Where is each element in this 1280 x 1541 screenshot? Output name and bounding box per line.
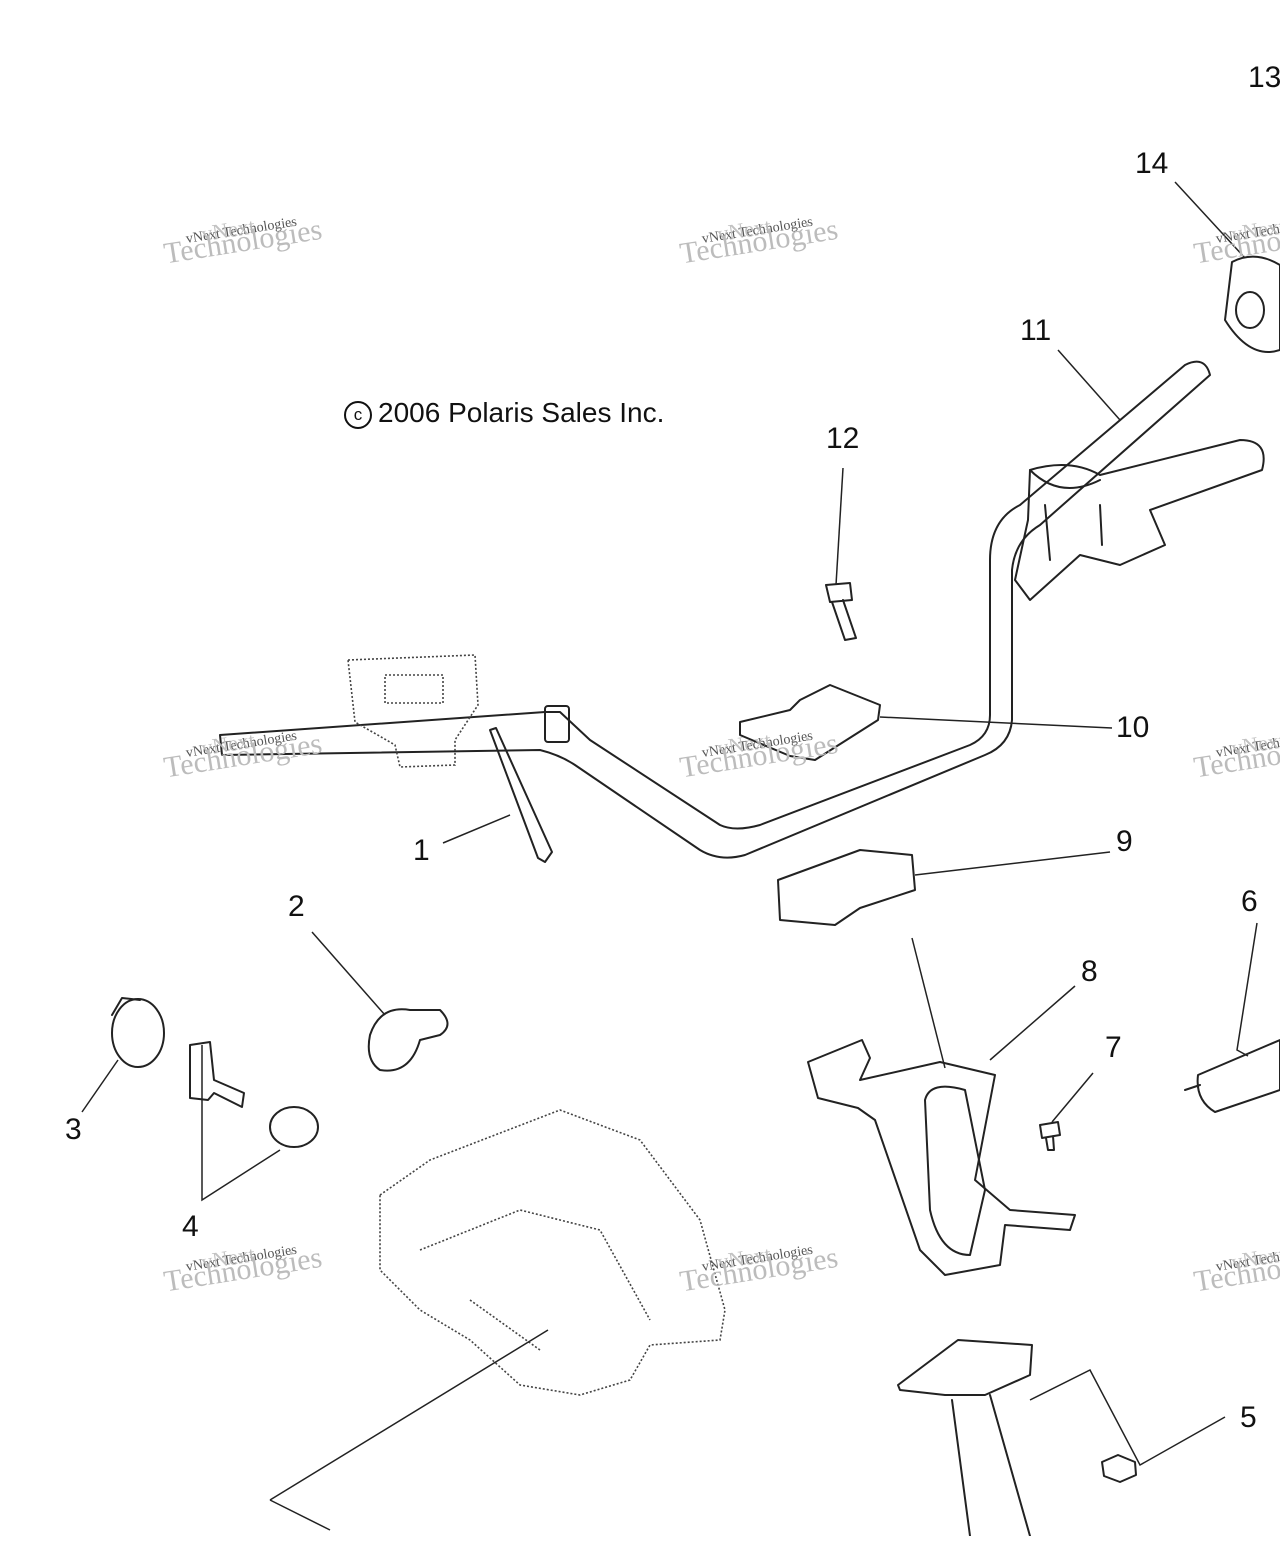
callout-8: 8	[1081, 955, 1098, 988]
left-switch	[347, 654, 479, 768]
callout-11: 11	[1020, 314, 1052, 347]
bar-spacer	[544, 705, 570, 743]
callout-12: 12	[826, 422, 860, 455]
headlight-pod	[379, 1109, 726, 1396]
callout-1: 1	[413, 834, 430, 867]
callout-9: 9	[1116, 825, 1133, 858]
nut-5	[1101, 1454, 1137, 1483]
handlebar	[219, 360, 1211, 859]
callout-2: 2	[288, 890, 305, 923]
callout-14: 14	[1135, 147, 1169, 180]
callout-6: 6	[1241, 885, 1258, 918]
callout-4: 4	[182, 1210, 199, 1243]
upper-clamp	[739, 684, 881, 761]
callout-7: 7	[1105, 1031, 1122, 1064]
callout-13: 13	[1248, 61, 1280, 94]
copyright-text: 2006 Polaris Sales Inc.	[378, 397, 665, 428]
steering-post	[897, 1339, 1033, 1537]
lower-clamp	[777, 849, 916, 926]
bolt-7	[1039, 1121, 1061, 1151]
callout-10: 10	[1116, 711, 1150, 744]
cable-tie	[489, 727, 553, 863]
item-14	[1224, 255, 1280, 353]
leader-lines	[81, 181, 1258, 1531]
copyright-symbol: c	[344, 401, 372, 429]
bracket-8	[807, 1039, 1076, 1276]
brake-lever	[1014, 439, 1265, 601]
grommet-2	[367, 1008, 449, 1072]
clamp-bolt	[825, 582, 857, 641]
item-6	[1184, 1039, 1280, 1113]
item-4-nut	[269, 1106, 319, 1148]
cap-3	[111, 998, 165, 1068]
callout-3: 3	[65, 1113, 82, 1146]
callout-5: 5	[1240, 1401, 1257, 1434]
item-4-clip	[189, 1041, 245, 1108]
